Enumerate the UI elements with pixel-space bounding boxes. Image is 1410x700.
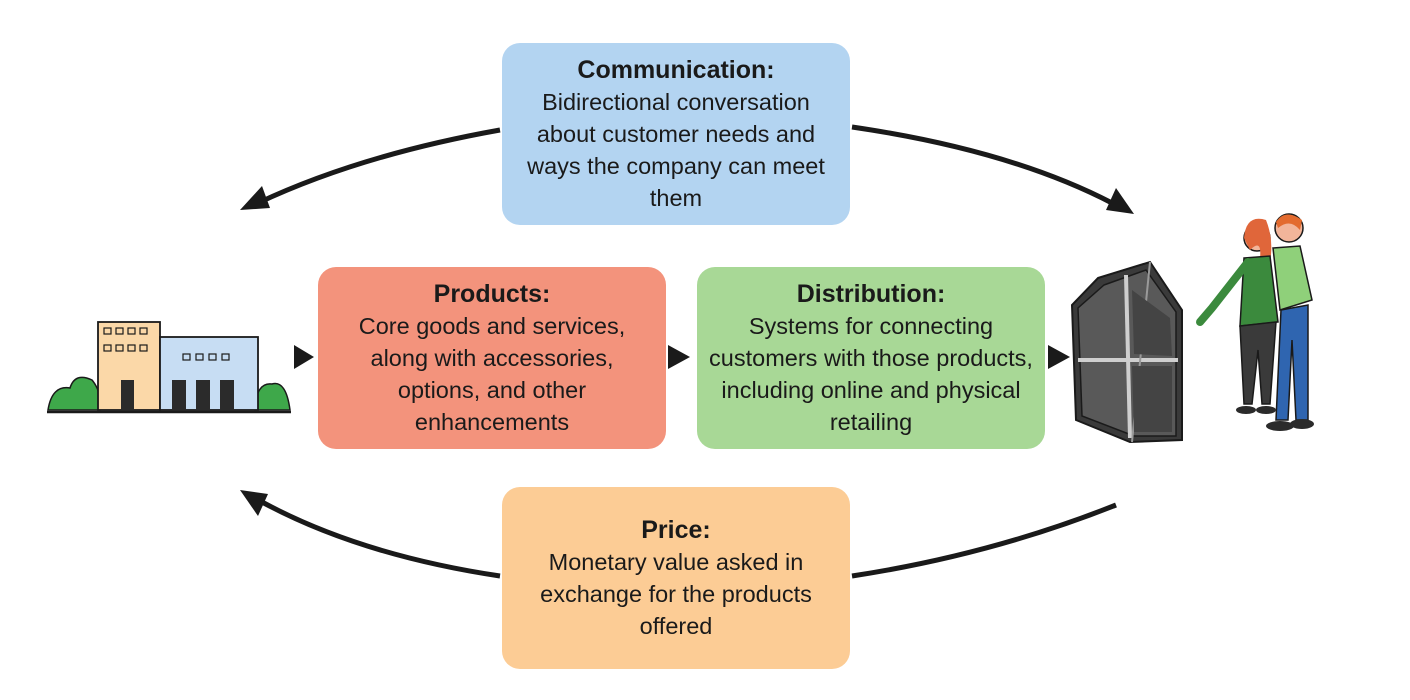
arrow-communication-to-company bbox=[256, 127, 501, 206]
arrow-communication-to-customers bbox=[851, 124, 1114, 206]
communication-description: Bidirectional conversation about custome… bbox=[527, 88, 825, 211]
arrowhead-company-bottom bbox=[240, 490, 268, 516]
arrow-price-to-company bbox=[260, 499, 501, 579]
products-description: Core goods and services, along with acce… bbox=[358, 312, 626, 435]
arrowhead-distribution-to-storefront bbox=[1048, 345, 1070, 369]
products-box: Products: Core goods and services, along… bbox=[318, 267, 666, 449]
distribution-box: Distribution: Systems for connecting cus… bbox=[697, 267, 1045, 449]
communication-title: Communication: bbox=[577, 55, 775, 84]
arrowhead-products-to-distribution bbox=[668, 345, 690, 369]
arrowhead-company-to-products bbox=[294, 345, 314, 369]
communication-box: Communication: Bidirectional conversatio… bbox=[502, 43, 850, 225]
price-box: Price: Monetary value asked in exchange … bbox=[502, 487, 850, 669]
distribution-title: Distribution: bbox=[796, 279, 946, 308]
arrowhead-company-top bbox=[240, 186, 270, 210]
price-title: Price: bbox=[641, 515, 711, 544]
arrow-customers-to-price bbox=[851, 502, 1117, 579]
distribution-description: Systems for connecting customers with th… bbox=[709, 312, 1033, 435]
products-title: Products: bbox=[433, 279, 551, 308]
arrowhead-customers-top bbox=[1106, 188, 1134, 214]
price-description: Monetary value asked in exchange for the… bbox=[540, 548, 812, 639]
